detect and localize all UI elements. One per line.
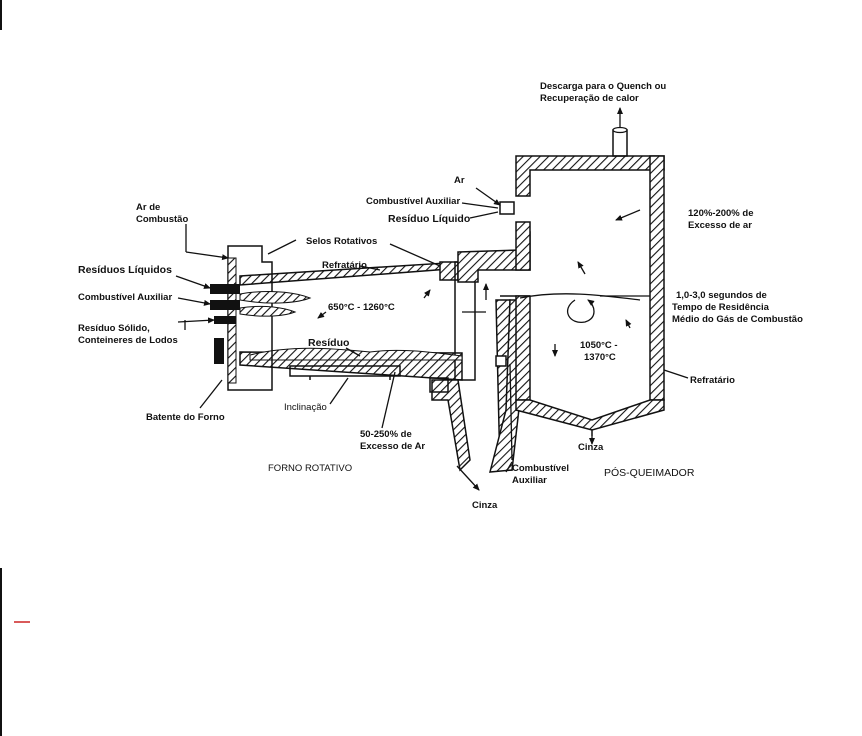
label-ar-combustao-2: Combustão <box>136 214 188 225</box>
label-descarga-2: Recuperação de calor <box>540 93 639 104</box>
post-right-wall <box>649 155 665 401</box>
label-cinza-post: Cinza <box>578 442 604 453</box>
flame-1 <box>239 290 312 304</box>
label-residuos-liquidos: Resíduos Líquidos <box>78 264 172 276</box>
rotary-kiln <box>210 245 476 472</box>
arrows <box>175 107 689 491</box>
label-temp-kiln: 650°C - 1260°C <box>328 302 395 313</box>
label-residuo-liquido-top: Resíduo Líquido <box>388 213 470 225</box>
post-stack <box>612 129 628 157</box>
label-combustivel-aux-left: Combustível Auxiliar <box>78 292 172 303</box>
label-tempo-residencia-2: Tempo de Residência <box>672 302 770 313</box>
burner-liquid <box>210 284 240 294</box>
ash-chute <box>431 379 471 472</box>
label-ar-combustao-1: Ar de <box>136 202 160 213</box>
post-left-wall-lower <box>515 295 531 401</box>
label-residuo-solido-2: Conteineres de Lodos <box>78 335 178 346</box>
flame-2 <box>239 305 297 317</box>
label-batente: Batente do Forno <box>146 412 225 423</box>
label-refratario-post: Refratário <box>690 375 735 386</box>
label-combustivel-aux-bottom-2: Auxiliar <box>512 475 547 486</box>
label-excesso-ar-top-1: 120%-200% de <box>688 208 753 219</box>
label-combustivel-aux-bottom-1: Combustível <box>512 463 569 474</box>
post-top-wall <box>515 155 665 197</box>
label-temp-post-2: 1370°C <box>584 352 616 363</box>
label-excesso-ar-top-2: Excesso de ar <box>688 220 752 231</box>
burner-aux <box>210 300 240 310</box>
door-plate <box>214 338 224 364</box>
label-tempo-residencia-1: 1,0-3,0 segundos de <box>676 290 767 301</box>
burner-solid <box>214 316 236 324</box>
label-excesso-ar-bottom-1: 50-250% de <box>360 429 412 440</box>
kiln-front-face <box>227 245 273 391</box>
label-temp-post-1: 1050°C - <box>580 340 618 351</box>
label-tempo-residencia-3: Médio do Gás de Combustão <box>672 314 803 325</box>
label-cinza-center: Cinza <box>472 500 498 511</box>
post-left-wall <box>515 221 531 271</box>
label-inclinacao: Inclinação <box>284 402 327 413</box>
post-burner-nozzle <box>499 201 515 215</box>
post-combustor <box>499 126 665 436</box>
label-combustivel-aux-top: Combustível Auxiliar <box>366 196 460 207</box>
label-refratario-kiln: Refratário <box>322 260 367 271</box>
kiln-support-ring <box>289 365 401 377</box>
label-selos-rotativos: Selos Rotativos <box>306 236 377 247</box>
post-hopper <box>515 399 665 431</box>
label-pos-queimador: PÓS-QUEIMADOR <box>604 466 695 479</box>
label-forno-rotativo: FORNO ROTATIVO <box>268 463 352 474</box>
label-residuo-solido-1: Resíduo Sólido, <box>78 323 150 334</box>
label-residuo: Resíduo <box>308 337 349 349</box>
label-excesso-ar-bottom-2: Excesso de Ar <box>360 441 425 452</box>
label-ar: Ar <box>454 175 465 186</box>
label-descarga-1: Descarga para o Quench ou <box>540 81 666 92</box>
